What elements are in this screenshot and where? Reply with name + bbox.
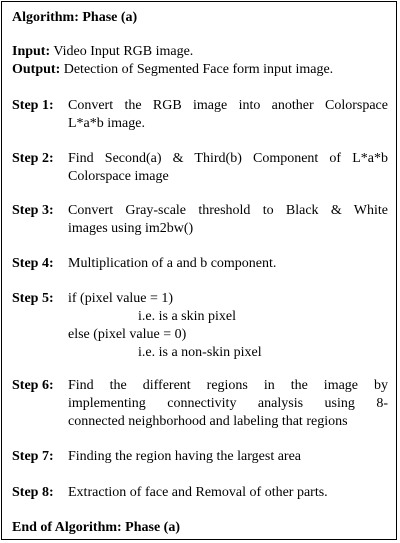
step-2-line-1: Find Second(a) & Third(b) Component of L… [68, 151, 388, 166]
step-5-line-1: if (pixel value = 1) [68, 291, 174, 306]
step-7-line-1: Finding the region having the largest ar… [68, 449, 302, 464]
algorithm-title: Algorithm: Phase (a) [12, 10, 138, 25]
step-3-line-1: Convert Gray-scale threshold to Black & … [68, 203, 388, 218]
step-1-line-2: L*a*b image. [68, 116, 145, 131]
step-6-line-3: connected neighborhood and labeling that… [68, 414, 348, 429]
step-4-label: Step 4: [12, 256, 54, 271]
step-2-label: Step 2: [12, 151, 54, 166]
step-3-line-2: images using im2bw() [68, 221, 194, 236]
step-3-label: Step 3: [12, 203, 54, 218]
input-line: Input: Video Input RGB image. [12, 43, 193, 61]
output-line: Output: Detection of Segmented Face form… [12, 61, 333, 79]
step-7-label: Step 7: [12, 449, 54, 464]
step-4-line-1: Multiplication of a and b component. [68, 256, 277, 271]
step-5-line-3: else (pixel value = 0) [68, 327, 187, 342]
step-6-label: Step 6: [12, 378, 54, 393]
output-text: Detection of Segmented Face form input i… [63, 62, 334, 77]
step-6-line-2: implementing connectivity analysis using… [68, 396, 388, 411]
input-label: Input: [12, 44, 51, 59]
step-5-line-4: i.e. is a non-skin pixel [138, 345, 262, 360]
step-5-line-2: i.e. is a skin pixel [138, 309, 236, 324]
step-1-label: Step 1: [12, 98, 54, 113]
step-6-line-1: Find the different regions in the image … [68, 378, 388, 393]
step-5-label: Step 5: [12, 291, 54, 306]
step-2-line-2: Colorspace image [68, 169, 169, 184]
input-text: Video Input RGB image. [53, 44, 194, 59]
step-8-label: Step 8: [12, 485, 54, 500]
step-8-line-1: Extraction of face and Removal of other … [68, 485, 328, 500]
step-1-line-1: Convert the RGB image into another Color… [68, 98, 388, 113]
output-label: Output: [12, 62, 61, 77]
algorithm-footer: End of Algorithm: Phase (a) [12, 520, 180, 535]
